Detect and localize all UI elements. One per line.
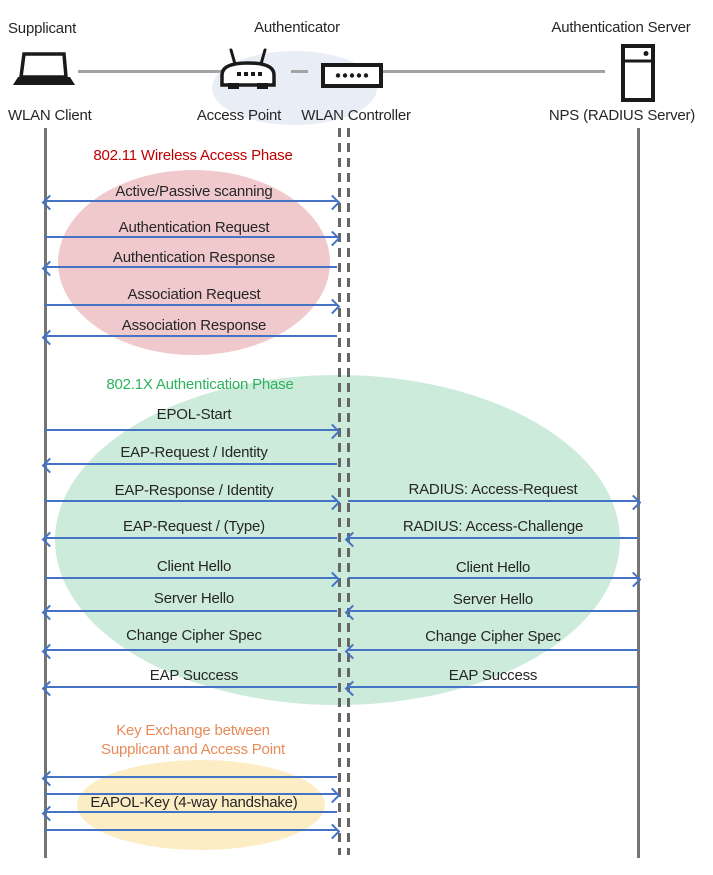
msg-assoc-request-label: Association Request [127,286,261,303]
msg-eap-request-identity-arrow [45,463,337,465]
msg-epol-start-label: EPOL-Start [156,406,232,423]
msg-radius-access-request-label: RADIUS: Access-Request [408,481,578,498]
msg-auth-request-label: Authentication Request [118,219,270,236]
laptop-icon [13,52,75,85]
msg-radius-access-challenge-arrow [348,537,638,539]
msg-eapol-key-label: EAPOL-Key (4-way handshake) [90,794,298,811]
server-icon [621,44,655,102]
msg-radius-access-challenge-label: RADIUS: Access-Challenge [402,518,584,535]
phase3-title-line2: Supplicant and Access Point [101,741,285,758]
radius-server-lifeline [637,128,640,858]
msg-eapol-key-arrow-4 [45,829,337,831]
msg-eap-request-identity-label: EAP-Request / Identity [120,444,268,461]
msg-client-hello-left-label: Client Hello [156,558,232,575]
msg-eapol-key-arrow-1 [45,776,337,778]
msg-eap-response-identity-label: EAP-Response / Identity [114,482,274,499]
msg-eap-request-type-label: EAP-Request / (Type) [123,518,265,535]
msg-eapol-key-arrow-3 [45,811,337,813]
msg-server-hello-right-label: Server Hello [452,591,534,608]
msg-auth-response-arrow [45,266,337,268]
msg-change-cipher-spec-left-arrow [45,649,337,651]
authenticator-role-label: Authenticator [254,19,340,36]
wlan-controller-lifeline [347,128,350,855]
authentication-server-role-label: Authentication Server [551,19,691,36]
phase2-title: 802.1X Authentication Phase [106,376,294,393]
msg-eap-success-left-arrow [45,686,337,688]
ap-wlc-connector-dash [291,70,308,73]
msg-eap-response-identity-arrow [45,500,337,502]
msg-assoc-response-arrow [45,335,337,337]
nps-radius-server-label: NPS (RADIUS Server) [548,107,696,124]
msg-client-hello-left-arrow [45,577,337,579]
msg-change-cipher-spec-right-label: Change Cipher Spec [425,628,561,645]
msg-eap-success-right-label: EAP Success [448,667,538,684]
msg-change-cipher-spec-right-arrow [348,649,638,651]
phase1-title: 802.11 Wireless Access Phase [93,147,293,164]
msg-server-hello-left-arrow [45,610,337,612]
msg-scanning-arrow [45,200,337,202]
msg-server-hello-right-arrow [348,610,638,612]
phase3-key-exchange-ellipse [77,760,325,850]
access-point-lifeline [338,128,341,855]
wlan-client-lifeline [44,128,47,858]
msg-scanning-label: Active/Passive scanning [115,183,273,200]
msg-client-hello-right-label: Client Hello [455,559,531,576]
msg-eap-success-left-label: EAP Success [149,667,239,684]
msg-eap-request-type-arrow [45,537,337,539]
phase3-title-line1: Key Exchange between [116,722,270,739]
msg-assoc-response-label: Association Response [121,317,267,334]
wlan-controller-label: WLAN Controller [301,107,411,124]
msg-radius-access-request-arrow [348,500,638,502]
msg-auth-request-arrow [45,236,337,238]
msg-auth-response-label: Authentication Response [112,249,276,266]
msg-eapol-key-arrow-2 [45,793,337,795]
msg-server-hello-left-label: Server Hello [153,590,235,607]
msg-client-hello-right-arrow [348,577,638,579]
access-point-icon [220,48,276,89]
wlan-client-label: WLAN Client [8,107,92,124]
msg-eap-success-right-arrow [348,686,638,688]
msg-assoc-request-arrow [45,304,337,306]
msg-change-cipher-spec-left-label: Change Cipher Spec [126,627,262,644]
supplicant-role-label: Supplicant [8,20,77,37]
access-point-label: Access Point [196,107,282,124]
msg-epol-start-arrow [45,429,337,431]
wlan-controller-icon [321,63,383,88]
